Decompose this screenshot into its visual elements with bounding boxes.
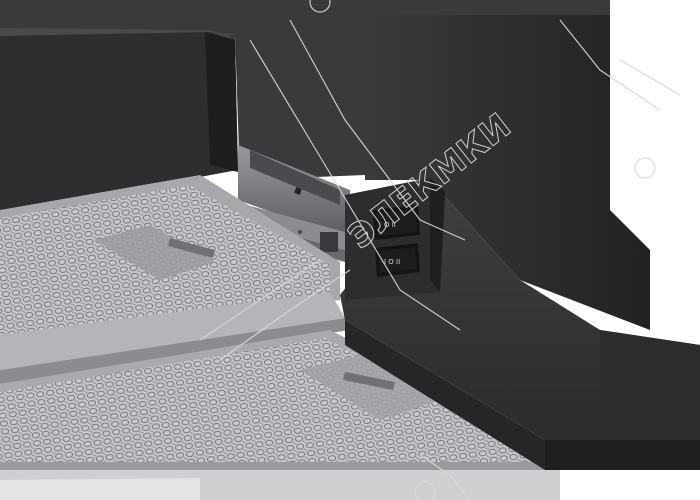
light-switch-label: O II	[384, 221, 396, 229]
watermark	[199, 0, 681, 500]
light-switch[interactable]: O II	[373, 205, 420, 240]
visor-panel	[0, 32, 238, 210]
filter-divider	[0, 292, 350, 384]
fan-switch-label: I O II	[384, 258, 400, 266]
fan-switch[interactable]: I O II	[375, 243, 420, 277]
control-block	[345, 178, 445, 300]
